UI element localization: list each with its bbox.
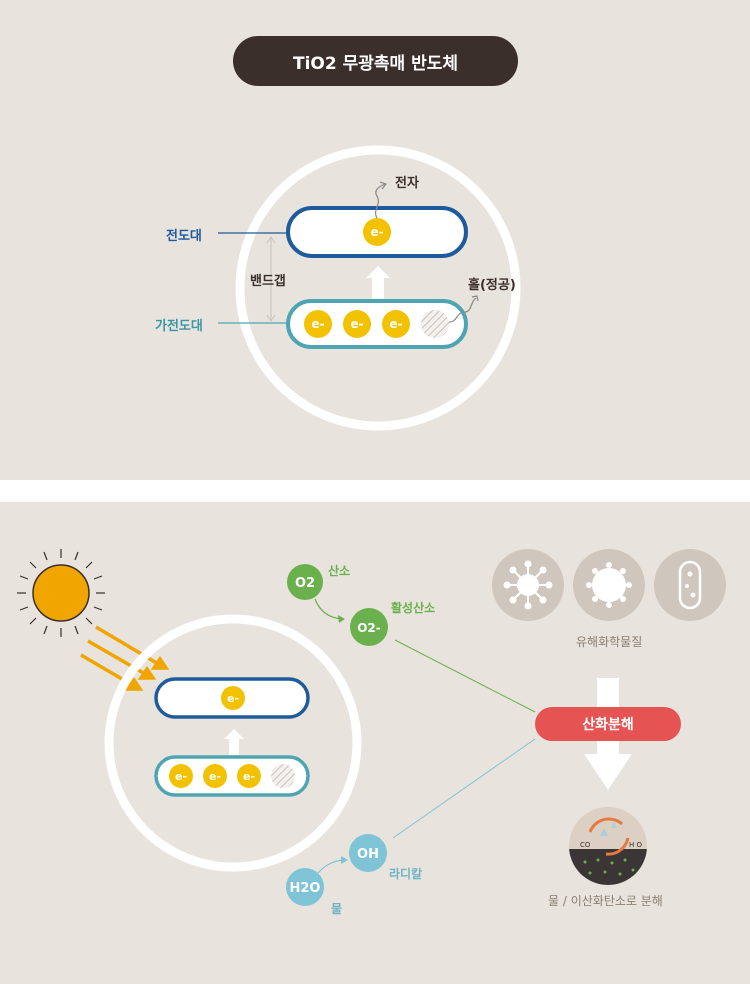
band-gap-label: 밴드갭 (250, 274, 286, 289)
light-rays (80, 625, 170, 691)
electron-conduction (363, 218, 391, 246)
svg-text:산화분해: 산화분해 (582, 716, 634, 733)
svg-text:CO: CO (580, 841, 591, 849)
svg-text:e-: e- (227, 692, 239, 705)
bacteria-icon (586, 562, 632, 608)
band-circle (235, 145, 521, 431)
oxygen-label: 산소 (328, 564, 351, 578)
svg-text:H O: H O (629, 841, 642, 849)
svg-text:H2O: H2O (290, 881, 321, 896)
svg-text:e-: e- (175, 770, 187, 783)
water-circle (286, 868, 324, 906)
valence-electrons: e- e- e- (304, 310, 410, 338)
result-icon: CO H O (569, 807, 647, 885)
germ-circle (654, 549, 726, 621)
band-diagram: e- e- e- e- (218, 145, 521, 431)
hole-label: 홀(정공) (468, 278, 516, 293)
top-panel: TiO2 무광촉매 반도체 e- e- e- e- (0, 0, 750, 480)
valence-band-small (154, 755, 310, 797)
hole-path (448, 297, 477, 323)
valence-band-label: 가전도대 (155, 319, 203, 334)
svg-text:e-: e- (311, 317, 324, 331)
hydroxyl-reaction-line (392, 738, 536, 839)
superoxide-circle (350, 608, 388, 646)
germ-icon (678, 560, 702, 610)
conduction-band-label: 전도대 (166, 229, 202, 244)
svg-text:O2: O2 (295, 576, 315, 591)
bottom-panel: e- e- e- e- O2 O2- OH H2O (0, 502, 750, 984)
virus-icon (503, 560, 553, 610)
svg-text:e-: e- (209, 770, 221, 783)
hydroxyl-circle (349, 834, 387, 872)
hole-circle (421, 310, 449, 338)
radical-label: 라디칼 (389, 867, 423, 881)
valence-band (286, 299, 468, 349)
harmful-chemicals-label: 유해화학물질 (576, 635, 643, 649)
oxygen-circle (287, 564, 323, 600)
svg-text:e-: e- (350, 317, 363, 331)
excitation-arrow (366, 266, 390, 300)
svg-text:e-: e- (389, 317, 402, 331)
sun-icon (17, 549, 105, 637)
catalyst-circle (104, 614, 362, 872)
result-label: 물 / 이산화탄소로 분해 (548, 894, 663, 908)
excitation-arrow-small (224, 729, 244, 755)
svg-text:O2-: O2- (357, 621, 381, 635)
svg-text:e-: e- (370, 225, 383, 239)
title-pill: TiO2 무광촉매 반도체 (233, 36, 518, 86)
decompose-pill (535, 707, 681, 741)
svg-text:e-: e- (243, 770, 255, 783)
svg-text:OH: OH (357, 847, 379, 862)
active-oxygen-label: 활성산소 (391, 601, 436, 615)
water-label: 물 (331, 902, 343, 916)
reaction-diagram: e- e- e- e- O2 O2- OH H2O (17, 549, 726, 906)
oxygen-reaction-line (394, 639, 536, 713)
electron-label: 전자 (395, 176, 419, 191)
electron-escape-path (374, 183, 386, 219)
